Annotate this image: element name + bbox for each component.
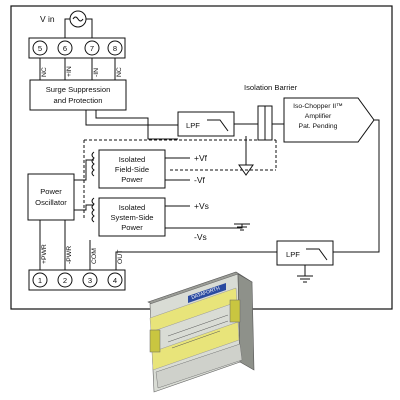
wire-surge-to-lpf	[85, 110, 178, 126]
svg-text:6: 6	[63, 44, 67, 53]
svg-text:Power: Power	[121, 175, 143, 184]
terminal-1[interactable]: 1	[32, 272, 48, 288]
output-lpf: LPF	[276, 240, 334, 266]
svg-text:Oscillator: Oscillator	[35, 198, 67, 207]
surge-suppression-block	[29, 79, 127, 111]
lpf-curve-icon	[207, 119, 229, 132]
svg-text:4: 4	[113, 276, 117, 285]
terminal-4[interactable]: 4	[107, 272, 123, 288]
terminal-2[interactable]: 2	[57, 272, 73, 288]
vin-label: V in	[40, 14, 55, 24]
minus-vf-label: -Vf	[194, 175, 206, 185]
svg-text:Isolated: Isolated	[119, 155, 146, 164]
pin-3-label: COM	[91, 248, 98, 264]
svg-text:3: 3	[88, 276, 92, 285]
wire-amp-output	[333, 119, 380, 253]
pin-7-label: -IN	[93, 68, 100, 77]
module-terminal-right	[229, 299, 241, 323]
svg-text:Iso-Chopper II™: Iso-Chopper II™	[293, 103, 343, 110]
module-terminal-left	[149, 329, 161, 353]
terminal-6[interactable]: 6	[57, 40, 73, 56]
output-ground-icon	[297, 275, 313, 283]
pin-6-label: +IN	[66, 66, 73, 77]
power-oscillator: Power Oscillator	[27, 173, 75, 221]
top-terminal-strip: 5 6 7 8	[28, 37, 126, 59]
chopper-amplifier: Iso-Chopper II™ Amplifier Pat. Pending	[283, 97, 375, 143]
svg-text:2: 2	[63, 276, 67, 285]
wire-vin-right	[86, 18, 93, 38]
svg-text:Power: Power	[121, 223, 143, 232]
module-label-bottom	[151, 321, 240, 371]
svg-text:5: 5	[38, 44, 42, 53]
module-brand-strip	[188, 283, 226, 303]
isolation-barrier-label: Isolation Barrier	[244, 83, 298, 92]
output-lpf-label: LPF	[286, 250, 300, 259]
svg-text:System-Side: System-Side	[110, 213, 153, 222]
module-side-face	[237, 273, 255, 371]
surge-line1: Surge Suppression	[46, 85, 111, 94]
wire-minus-vs	[165, 224, 243, 229]
plus-vf-label: +Vf	[194, 153, 208, 163]
field-coil-icon	[91, 151, 95, 177]
top-pin-leads	[39, 58, 116, 80]
wire-surge-return	[95, 110, 178, 140]
module-photo: DATAFORTH	[147, 271, 255, 393]
bottom-terminal-block	[28, 269, 126, 291]
pin-2-label: -PWR	[66, 246, 73, 264]
system-side-power: Isolated System-Side Power	[98, 197, 166, 237]
field-side-power: Isolated Field-Side Power	[98, 149, 166, 189]
svg-text:Amplifier: Amplifier	[305, 113, 332, 120]
svg-text:1: 1	[38, 276, 42, 285]
system-ground-icon	[234, 223, 250, 231]
plus-vs-label: +Vs	[194, 201, 209, 211]
pin-5-label: NC	[41, 67, 48, 77]
top-terminal-block	[28, 37, 126, 59]
svg-text:8: 8	[113, 44, 117, 53]
output-lpf-curve-icon	[306, 248, 328, 261]
terminal-7[interactable]: 7	[84, 40, 100, 56]
wire-power-pins	[39, 220, 66, 270]
svg-text:Isolated: Isolated	[119, 203, 146, 212]
ac-wave-icon	[72, 16, 84, 22]
input-lpf: LPF	[177, 111, 235, 137]
terminal-5[interactable]: 5	[32, 40, 48, 56]
surge-line2: and Protection	[54, 96, 103, 105]
pin-4-label: OUT	[117, 250, 124, 264]
svg-text:Pat. Pending: Pat. Pending	[299, 123, 338, 130]
wire-oscillator-to-coils	[74, 159, 94, 211]
wire-lpf-to-out	[115, 251, 277, 270]
pin-8-label: NC	[116, 67, 123, 77]
minus-vs-label: -Vs	[194, 232, 207, 242]
svg-text:Power: Power	[40, 187, 62, 196]
module-print-lines	[167, 314, 229, 349]
svg-text:Field-Side: Field-Side	[115, 165, 149, 174]
wire-vin-left	[64, 18, 70, 38]
pin-1-label: +PWR	[41, 244, 48, 264]
system-coil-icon	[91, 197, 95, 223]
input-lpf-label: LPF	[186, 121, 200, 130]
bottom-terminal-strip: 1 2 3 4	[28, 269, 126, 291]
module-base	[155, 343, 243, 389]
terminal-8[interactable]: 8	[107, 40, 123, 56]
field-ground-icon	[238, 164, 254, 176]
svg-text:7: 7	[90, 44, 94, 53]
terminal-3[interactable]: 3	[82, 272, 98, 288]
